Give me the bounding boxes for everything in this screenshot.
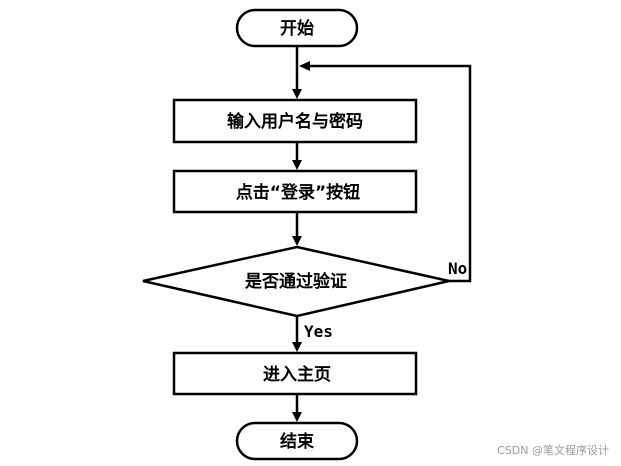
start-terminator bbox=[235, 8, 359, 48]
end-node: 结束 bbox=[235, 421, 359, 461]
edge-no-loop bbox=[309, 64, 472, 283]
yes-label: Yes bbox=[304, 322, 333, 341]
enter-home-node: 进入主页 bbox=[172, 351, 418, 396]
arrowhead-end bbox=[292, 412, 302, 422]
input-credentials-box bbox=[172, 98, 418, 144]
start-label: 开始 bbox=[280, 18, 314, 39]
click-login-label: 点击“登录”按钮 bbox=[236, 182, 360, 203]
verification-diamond bbox=[142, 245, 450, 318]
arrowhead-input bbox=[292, 89, 302, 99]
arrowhead-click bbox=[292, 160, 302, 170]
verification-label: 是否通过验证 bbox=[245, 271, 347, 292]
input-credentials-label: 输入用户名与密码 bbox=[227, 111, 363, 132]
end-terminator bbox=[235, 421, 359, 461]
click-login-node: 点击“登录”按钮 bbox=[172, 169, 418, 214]
start-node: 开始 bbox=[235, 8, 359, 48]
enter-home-box bbox=[172, 351, 418, 396]
no-label: No bbox=[448, 259, 467, 278]
click-login-box bbox=[172, 169, 418, 214]
enter-home-label: 进入主页 bbox=[263, 364, 331, 385]
arrowhead-decision bbox=[292, 236, 302, 246]
csdn-watermark: CSDN @笔文程序设计 bbox=[497, 444, 609, 457]
verification-decision-node: 是否通过验证 bbox=[142, 245, 450, 318]
input-credentials-node: 输入用户名与密码 bbox=[172, 98, 418, 144]
end-label: 结束 bbox=[280, 431, 314, 452]
arrowhead-no-loop bbox=[299, 61, 310, 71]
arrowhead-home bbox=[292, 342, 302, 352]
